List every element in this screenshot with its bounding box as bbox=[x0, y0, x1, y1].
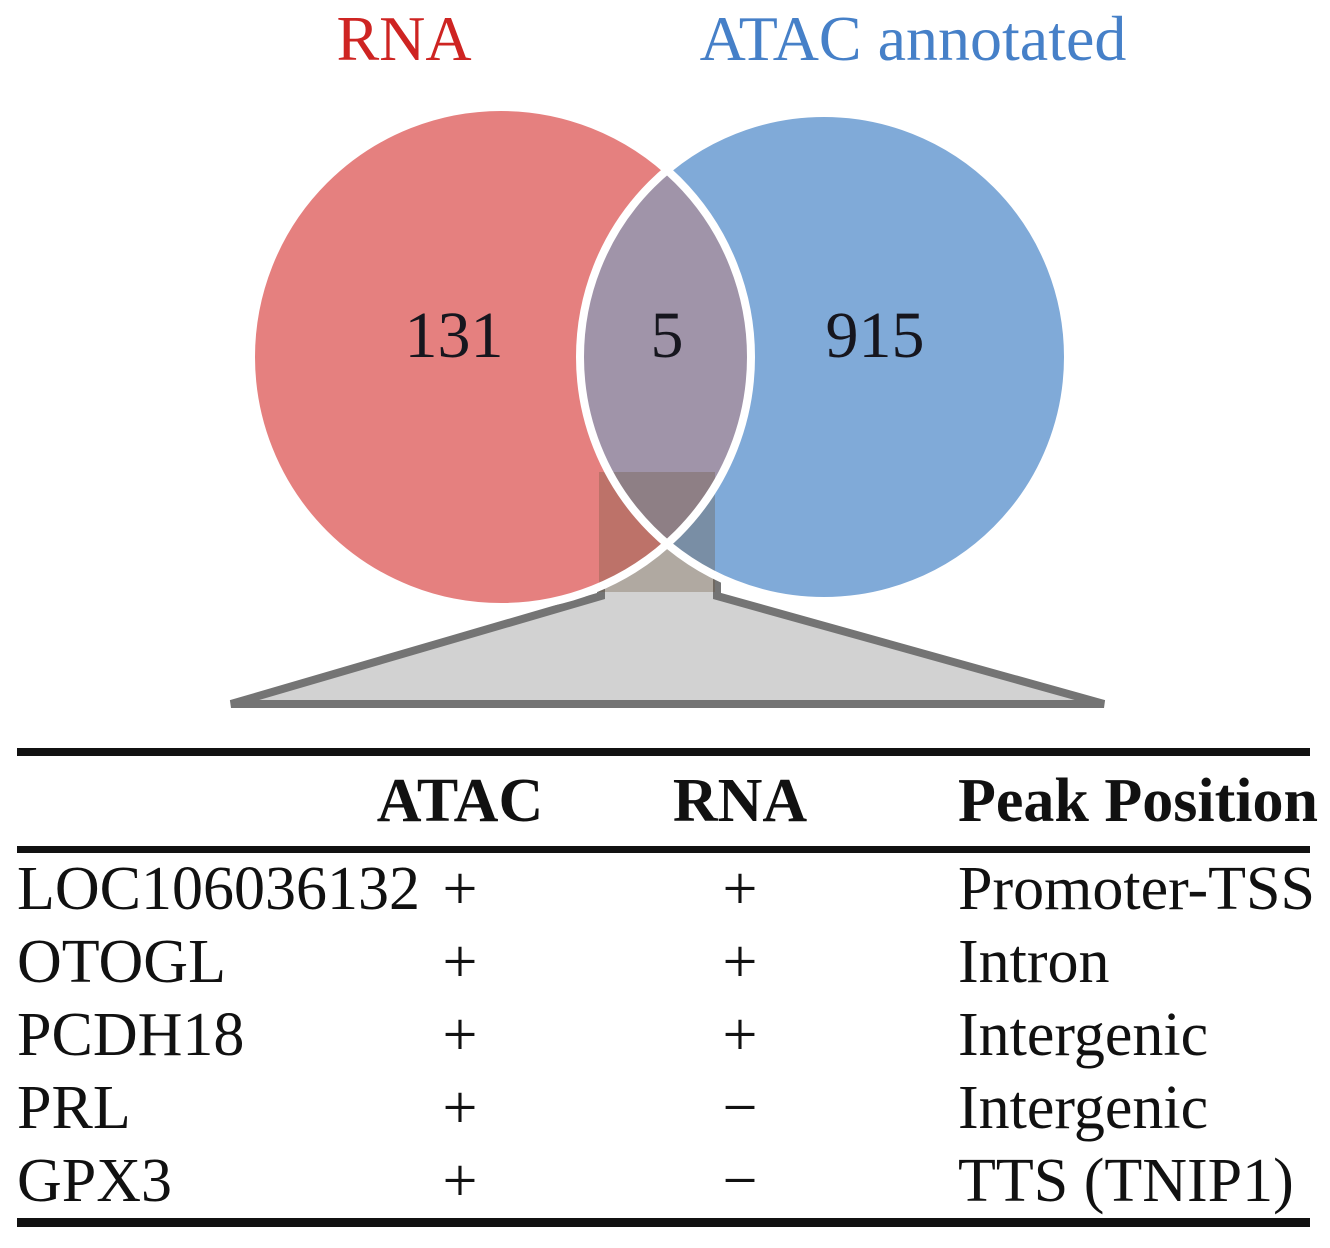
table-row: PRL + − Intergenic bbox=[17, 1072, 1310, 1145]
atac-flag: + bbox=[442, 1147, 478, 1215]
gene-name: OTOGL bbox=[17, 928, 226, 996]
venn-count-rna-only: 131 bbox=[405, 299, 504, 372]
table-row: OTOGL + + Intron bbox=[17, 926, 1310, 999]
gene-name: LOC106036132 bbox=[17, 855, 420, 923]
venn-count-overlap: 5 bbox=[651, 299, 684, 372]
col-header-atac: ATAC bbox=[376, 766, 544, 835]
atac-flag: + bbox=[442, 928, 478, 996]
venn-label-atac: ATAC annotated bbox=[700, 3, 1127, 74]
venn-circle-rna-outline bbox=[247, 103, 755, 611]
venn-circle-atac-outline bbox=[576, 109, 1072, 605]
peak-position: Intergenic bbox=[958, 1001, 1209, 1069]
atac-flag: + bbox=[442, 855, 478, 923]
peak-position: Intergenic bbox=[958, 1074, 1209, 1142]
venn-overlap-region bbox=[579, 170, 752, 544]
table-header-row: ATAC RNA Peak Position bbox=[17, 756, 1318, 853]
overlap-genes-table: ATAC RNA Peak Position LOC106036132 + + … bbox=[17, 748, 1318, 1227]
rna-flag: − bbox=[722, 1147, 758, 1215]
venn-diagram: RNA ATAC annotated 131 5 915 bbox=[229, 3, 1127, 708]
atac-flag: + bbox=[442, 1001, 478, 1069]
col-header-rna: RNA bbox=[672, 766, 808, 835]
table-row: LOC106036132 + + Promoter-TSS bbox=[17, 853, 1315, 926]
table-body: LOC106036132 + + Promoter-TSS OTOGL + + … bbox=[17, 853, 1315, 1227]
rna-flag: − bbox=[722, 1074, 758, 1142]
rna-flag: + bbox=[722, 928, 758, 996]
rna-flag: + bbox=[722, 855, 758, 923]
table-row: PCDH18 + + Intergenic bbox=[17, 999, 1310, 1072]
rna-flag: + bbox=[722, 1001, 758, 1069]
gene-name: GPX3 bbox=[17, 1147, 173, 1215]
atac-flag: + bbox=[442, 1074, 478, 1142]
peak-position: Promoter-TSS bbox=[958, 855, 1315, 923]
venn-count-atac-only: 915 bbox=[826, 299, 925, 372]
peak-position: Intron bbox=[958, 928, 1110, 996]
venn-label-rna: RNA bbox=[336, 3, 471, 74]
table-row: GPX3 + − TTS (TNIP1) bbox=[17, 1145, 1310, 1218]
gene-name: PRL bbox=[17, 1074, 131, 1142]
gene-name: PCDH18 bbox=[17, 1001, 245, 1069]
col-header-peak-position: Peak Position bbox=[958, 766, 1318, 835]
peak-position: TTS (TNIP1) bbox=[958, 1147, 1294, 1215]
